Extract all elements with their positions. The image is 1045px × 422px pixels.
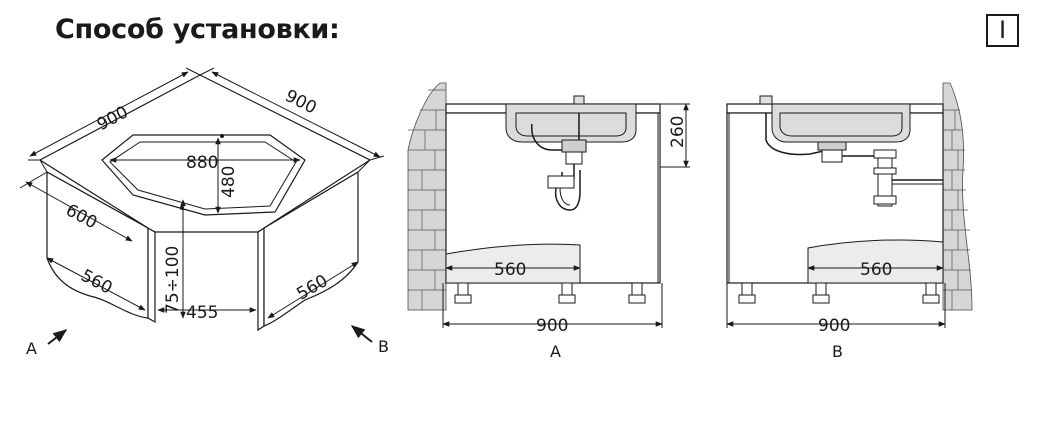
dim-880: 880 bbox=[186, 153, 218, 173]
dim-480: 480 bbox=[219, 166, 239, 198]
view-b-wall bbox=[942, 82, 973, 311]
view-a-dim-560: 560 bbox=[494, 260, 526, 280]
dim-455: 455 bbox=[186, 303, 218, 323]
view-b-dim-560: 560 bbox=[860, 260, 892, 280]
view-a-legs bbox=[454, 282, 646, 304]
view-a-dim-260: 260 bbox=[668, 116, 688, 148]
view-arrow-b: B bbox=[350, 325, 389, 356]
dim-900-top-right: 900 bbox=[282, 86, 320, 119]
view-b: 560 900 B bbox=[726, 82, 973, 361]
isometric-view: 900 900 880 480 600 560 560 75÷100 455 A bbox=[19, 67, 389, 358]
page-title: Способ установки: bbox=[55, 14, 340, 45]
view-b-dim-900: 900 bbox=[818, 316, 850, 336]
view-a-caption: A bbox=[550, 342, 561, 361]
view-a-wall bbox=[407, 82, 447, 311]
view-arrow-a: A bbox=[26, 329, 68, 358]
iso-left-leg bbox=[147, 226, 156, 324]
variant-badge: I bbox=[986, 14, 1019, 47]
arrow-a-label: A bbox=[26, 339, 37, 358]
arrow-b-label: B bbox=[378, 337, 389, 356]
view-a-dim-900: 900 bbox=[536, 316, 568, 336]
view-b-legs bbox=[738, 282, 940, 304]
iso-right-leg bbox=[257, 226, 265, 332]
view-b-caption: B bbox=[832, 342, 843, 361]
dim-leg-height: 75÷100 bbox=[163, 246, 183, 314]
view-a: 260 560 900 A bbox=[407, 82, 690, 361]
